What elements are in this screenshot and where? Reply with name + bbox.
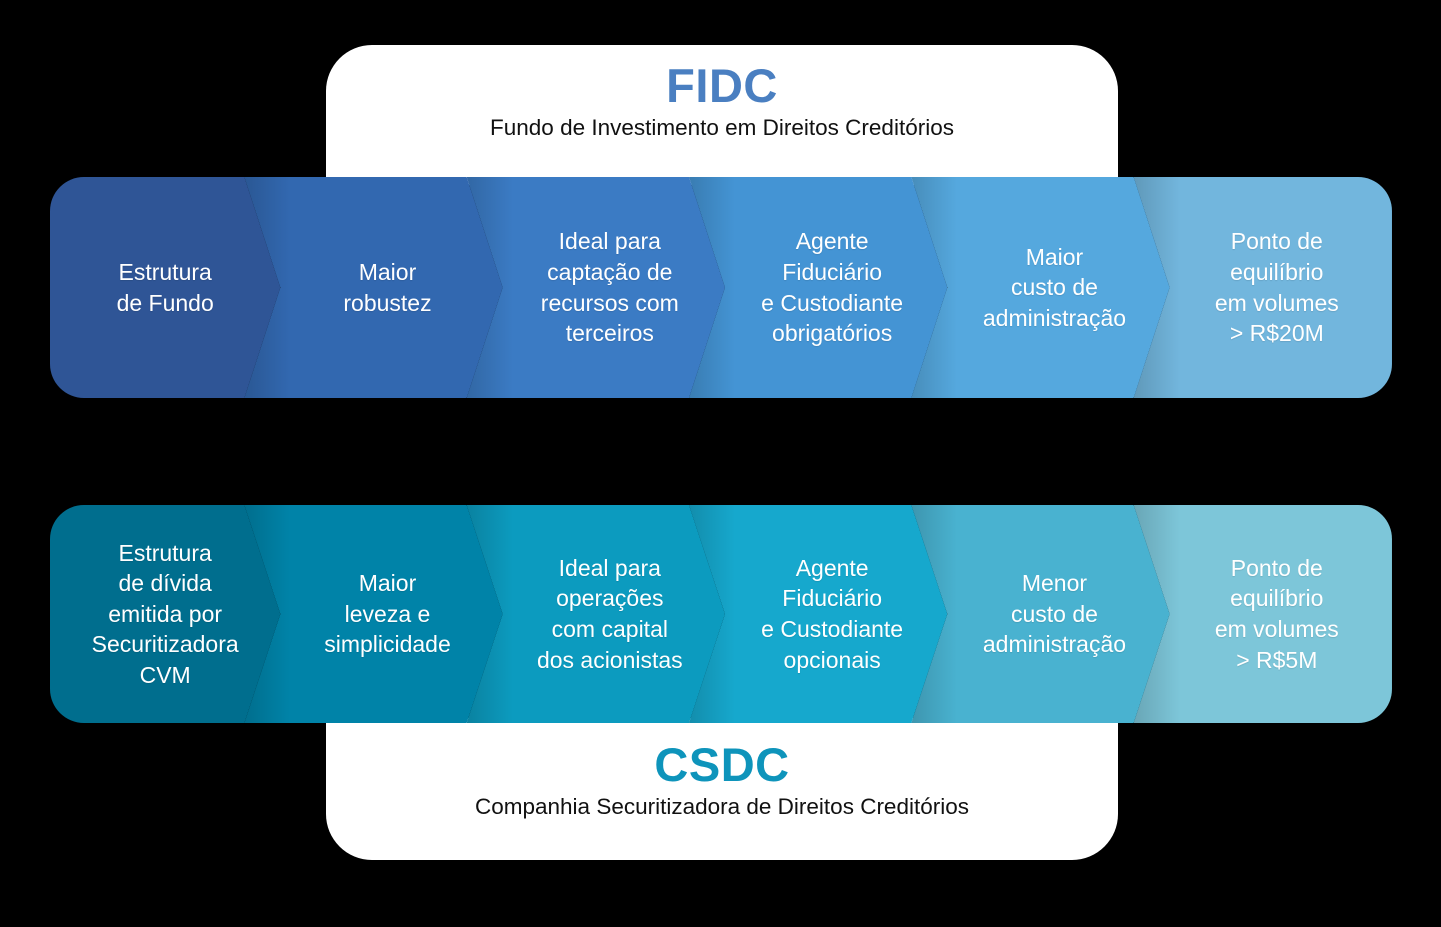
fidc-subtitle: Fundo de Investimento em Direitos Credit…: [490, 115, 954, 141]
csdc-step-2[interactable]: Maior leveza e simplicidade: [244, 505, 502, 723]
fidc-header-card: FIDC Fundo de Investimento em Direitos C…: [326, 45, 1118, 185]
fidc-step-1[interactable]: Estrutura de Fundo: [50, 177, 280, 398]
csdc-step-6-label: Ponto de equilíbrio em volumes > R$5M: [1214, 554, 1339, 673]
csdc-step-5-label: Menor custo de administração: [982, 570, 1127, 658]
csdc-header-card: CSDC Companhia Securitizadora de Direito…: [326, 718, 1118, 860]
csdc-step-2-label: Maior leveza e simplicidade: [324, 570, 451, 658]
fidc-step-4[interactable]: Agente Fiduciário e Custodiante obrigató…: [689, 177, 947, 398]
fidc-step-5-label: Maior custo de administração: [982, 243, 1127, 331]
csdc-acronym-title: CSDC: [654, 738, 790, 791]
fidc-step-2-label: Maior robustez: [343, 258, 432, 316]
fidc-step-5[interactable]: Maior custo de administração: [911, 177, 1169, 398]
csdc-step-3-label: Ideal para operações com capital dos aci…: [536, 554, 683, 673]
csdc-step-6[interactable]: Ponto de equilíbrio em volumes > R$5M: [1133, 505, 1392, 723]
csdc-step-4[interactable]: Agente Fiduciário e Custodiante opcionai…: [689, 505, 947, 723]
fidc-acronym-title: FIDC: [666, 59, 778, 112]
csdc-step-4-label: Agente Fiduciário e Custodiante opcionai…: [761, 554, 904, 673]
fidc-step-3[interactable]: Ideal para captação de recursos com terc…: [467, 177, 725, 398]
fidc-step-6[interactable]: Ponto de equilíbrio em volumes > R$20M: [1133, 177, 1392, 398]
fidc-step-3-label: Ideal para captação de recursos com terc…: [540, 228, 679, 347]
fidc-step-6-label: Ponto de equilíbrio em volumes > R$20M: [1214, 228, 1339, 347]
csdc-step-5[interactable]: Menor custo de administração: [911, 505, 1169, 723]
csdc-chevron-row: Estrutura de dívida emitida por Securiti…: [50, 505, 1392, 723]
fidc-step-1-label: Estrutura de Fundo: [116, 258, 214, 316]
fidc-step-4-label: Agente Fiduciário e Custodiante obrigató…: [761, 228, 904, 347]
csdc-step-1-label: Estrutura de dívida emitida por Securiti…: [91, 539, 239, 688]
csdc-subtitle: Companhia Securitizadora de Direitos Cre…: [475, 794, 969, 820]
csdc-step-1[interactable]: Estrutura de dívida emitida por Securiti…: [50, 505, 280, 723]
csdc-step-3[interactable]: Ideal para operações com capital dos aci…: [467, 505, 725, 723]
fidc-step-2[interactable]: Maior robustez: [244, 177, 502, 398]
fidc-chevron-row: Estrutura de Fundo Maior robustez Ideal …: [50, 177, 1392, 398]
